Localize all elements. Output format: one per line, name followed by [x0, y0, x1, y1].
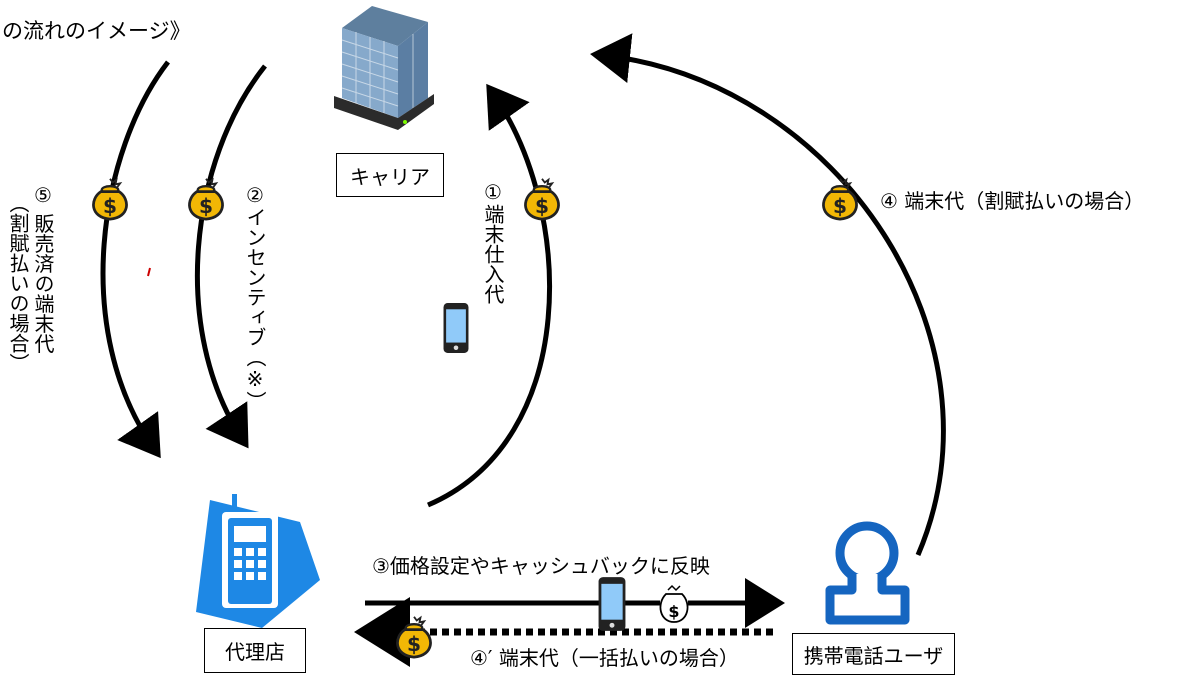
arrow-flow1 [427, 83, 552, 508]
svg-text:$: $ [668, 602, 679, 621]
arrow-flow4 [590, 33, 946, 556]
label-flow1: ①端末仕入代 [481, 180, 505, 304]
label-flow2: ②インセンティブ（※） [243, 183, 267, 411]
user-icon [825, 521, 910, 625]
label-flow4: ④ 端末代（割賦払いの場合） [880, 189, 1145, 213]
money-bag-icon [92, 177, 128, 221]
money-bag-icon [822, 177, 858, 221]
user-box: 携帯電話ユーザ [792, 633, 955, 675]
label-flow5-line2: （割賦払いの場合） [6, 193, 30, 373]
label-flow4b: ④′ 端末代（一括払いの場合） [470, 646, 739, 670]
money-bag-icon [524, 177, 560, 221]
office-building-icon [334, 6, 434, 130]
label-flow5-line1: ⑤ 販売済の端末代 [31, 183, 55, 354]
smartphone-icon [598, 577, 626, 631]
page-title: の流れのイメージ》 [2, 19, 191, 43]
store-terminal-icon [196, 494, 320, 628]
label-flow3: ③価格設定やキャッシュバックに反映 [372, 554, 710, 578]
red-mark [147, 267, 151, 277]
money-bag-icon [396, 615, 432, 659]
agency-box: 代理店 [204, 628, 306, 673]
carrier-box: キャリア [336, 153, 444, 197]
money-bag-outline-icon: $ [659, 584, 689, 623]
arrow-flow5 [100, 60, 170, 459]
arrow-flow2 [194, 64, 267, 449]
smartphone-icon [443, 303, 469, 353]
